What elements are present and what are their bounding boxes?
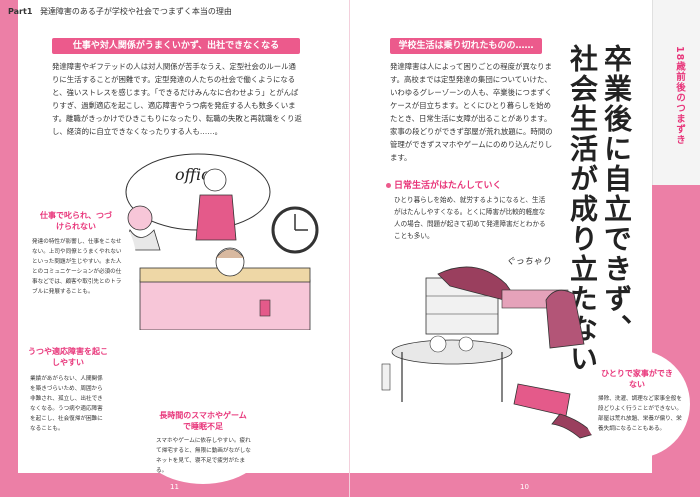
left-heading: 仕事や対人関係がうまくいかず、出社できなくなる bbox=[52, 38, 300, 54]
bubble-housework bbox=[582, 350, 690, 458]
bubble-depression bbox=[18, 332, 118, 432]
office-illustration: office bbox=[121, 153, 319, 330]
left-page-number: 11 bbox=[170, 483, 179, 491]
bubble2-title: うつや適応障害を起こしやすい bbox=[28, 347, 108, 367]
side-tab-text: 18歳前後のつまずき bbox=[674, 46, 685, 146]
bubble4-title: ひとりで家事ができない bbox=[601, 369, 673, 389]
bubble3-title: 長時間のスマホやゲームで睡眠不足 bbox=[159, 411, 247, 431]
sub-text: ひとり暮らしを始め、就労するようになると、生活がはたんしやすくなる。とくに障害が… bbox=[394, 196, 546, 240]
bubble1-text: 発達の特性が影響し、仕事をこなせない。上司や同僚とうまくやれないといった問題が生… bbox=[32, 239, 122, 295]
left-pink-band bbox=[0, 0, 18, 497]
bubble3-text: スマホやゲームに依存しやすい。疲れて帰宅すると、無限に動画がながしなネットを見て… bbox=[156, 438, 251, 474]
left-body: 発達障害やギフテッドの人は対人関係が苦手なうえ、定型社会のルール通りに生活するこ… bbox=[52, 62, 302, 136]
svg-text:ぐっちゃり: ぐっちゃり bbox=[506, 256, 551, 267]
sub-heading: 日常生活がはたんしていく bbox=[386, 178, 502, 191]
header-part: Part1 bbox=[8, 7, 33, 16]
bubble-sleep bbox=[138, 396, 268, 484]
left-page: Part1 発達障害のある子が学校や社会でつまずく本当の理由 仕事や対人関係がう… bbox=[0, 0, 350, 497]
messy-room-illustration: ぐっちゃり bbox=[381, 256, 595, 439]
right-body: 発達障害は人によって困りごとの程度が異なります。高校までは定型発達の集団について… bbox=[390, 62, 553, 162]
bubble2-text: 業績があがらない、人間関係を築きづらいため、周囲から非難され、孤立し、出社できな… bbox=[30, 376, 103, 432]
sub-heading-text: 日常生活がはたんしていく bbox=[394, 181, 502, 191]
right-heading: 学校生活は乗り切れたものの…… bbox=[390, 38, 542, 54]
bubble-work-scolded bbox=[18, 200, 136, 318]
right-bottom-band bbox=[350, 473, 700, 497]
header-title: 発達障害のある子が学校や社会でつまずく本当の理由 bbox=[39, 7, 232, 16]
dot-icon bbox=[386, 183, 391, 188]
page-header: Part1 発達障害のある子が学校や社会でつまずく本当の理由 bbox=[8, 6, 232, 17]
bubble4-text: 掃除、洗濯、調理など家事全般を段どりよく行うことができない。部屋は荒れ放題、栄養… bbox=[598, 396, 682, 432]
right-page: 18歳前後のつまずき 学校生活は乗り切れたものの…… 発達障害は人によって困りご… bbox=[350, 0, 700, 497]
bubble1-title: 仕事で叱られ、つづけられない bbox=[39, 211, 113, 231]
right-page-number: 10 bbox=[520, 483, 529, 491]
side-tab: 18歳前後のつまずき bbox=[652, 0, 700, 185]
big-title-1: 卒業後に自立できず、 bbox=[600, 44, 633, 344]
